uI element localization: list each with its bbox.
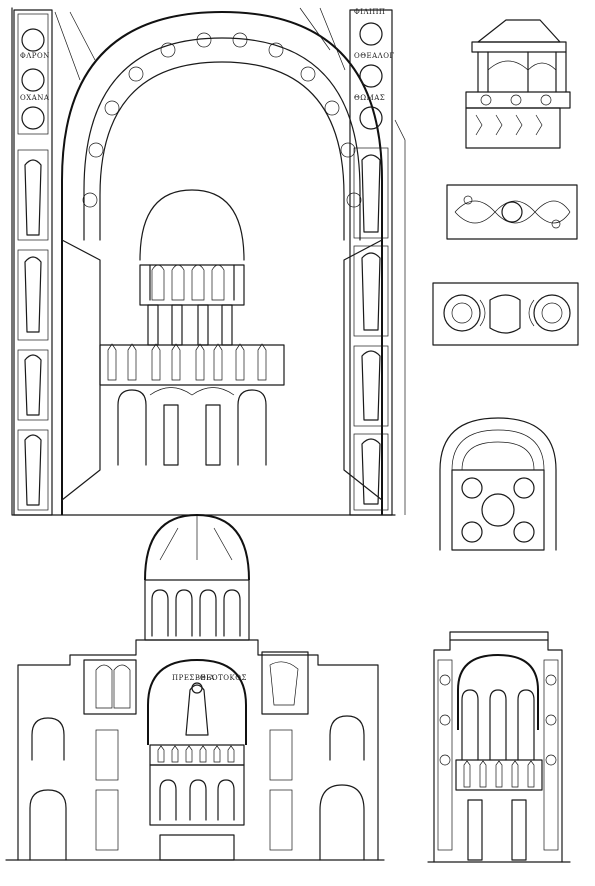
inner-apse — [99, 189, 285, 466]
left-pier: ΦΛΡΟΝ ΟΧΑΝΑ — [13, 9, 53, 516]
left-pier-inscription-2: ΟΧΑΝΑ — [20, 94, 50, 102]
left-pier-inscription: ΦΛΡΟΝ — [20, 52, 50, 60]
great-arch — [54, 7, 383, 515]
right-pier: ΦΙΛΙΠΠ ΟΘΕΑΛΟΓ ΘΩΜΑΣ — [349, 8, 395, 516]
right-pier-inscription-2: ΟΘΕΑΛΟΓ — [354, 52, 395, 60]
right-pier-inscription-3: ΘΩΜΑΣ — [354, 94, 385, 102]
section-elevation: ΠΡΕΣΒΕΙΑ ΘΕΟΤΟΚΟΣ — [5, 513, 385, 861]
interior-perspective-view: ΦΛΡΟΝ ΟΧΑΝΑ — [11, 7, 406, 516]
longitudinal-section — [427, 631, 571, 863]
apse-inscription: ΠΡΕΣΒΕΙΑ — [172, 674, 215, 682]
right-pier-inscription: ΦΙΛΙΠΠ — [354, 8, 386, 16]
apse-inscription-2: ΘΕΟΤΟΚΟΣ — [200, 674, 247, 682]
arched-panel-detail — [439, 417, 557, 551]
ornament-panel-2 — [432, 282, 579, 346]
ciborium-detail — [465, 19, 571, 149]
ornament-panel-1 — [446, 184, 578, 240]
